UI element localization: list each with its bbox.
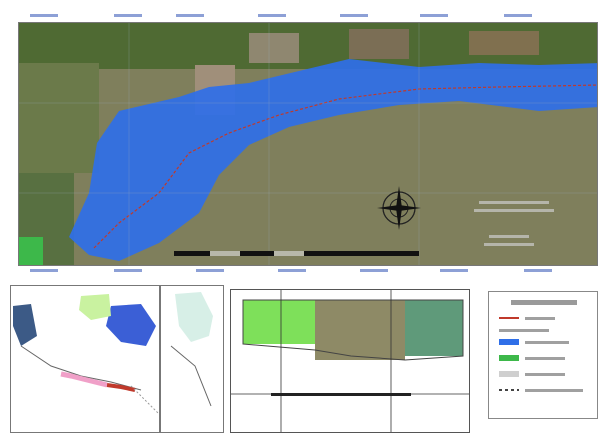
map-legend [488, 291, 598, 419]
inset-zone-khaki [315, 300, 405, 360]
locator-2-lines [170, 345, 212, 407]
west-field [19, 63, 99, 173]
legend-row-gray [499, 370, 589, 378]
inundation-area [69, 59, 597, 261]
locator-island-blue [106, 304, 156, 346]
inset-coast-shape [242, 299, 464, 361]
bottom-coordinate-ticks [30, 269, 552, 272]
legend-line-dashed [499, 389, 519, 391]
inset-zone-light-green [243, 300, 315, 344]
scale-bar [174, 251, 419, 256]
inset-drawing [231, 290, 469, 432]
legend-row-blue [499, 338, 589, 346]
legend-line-red [499, 317, 519, 319]
locator-2-landmass [175, 292, 213, 342]
locator-drawing [13, 294, 159, 415]
inset-scale-bar [271, 393, 411, 396]
map-info-text-block [474, 201, 554, 246]
settlement-patch-3 [349, 29, 409, 59]
legend-row-subtitle [499, 326, 589, 334]
locator-island-left [13, 304, 37, 346]
legend-swatch-green [499, 355, 519, 361]
legend-row-river [499, 314, 589, 322]
legend-subheading [499, 329, 549, 332]
legend-label-gray [525, 373, 565, 376]
river-line [93, 84, 597, 249]
legend-title [511, 300, 577, 305]
legend-label-green [525, 357, 565, 360]
compass-rose-icon [377, 186, 421, 230]
legend-label-dashed [525, 389, 583, 392]
locator-coast [20, 345, 142, 391]
inset-map [230, 289, 470, 433]
locator-pointer-line [130, 385, 159, 415]
legend-label-blue [525, 341, 569, 344]
locator-2-drawing [170, 292, 213, 407]
top-coordinate-ticks [30, 14, 532, 17]
legend-label-river [525, 317, 555, 320]
legend-row-green [499, 354, 589, 362]
legend-swatch-blue [499, 339, 519, 345]
secondary-locator-map [160, 285, 224, 433]
main-satellite-map [18, 22, 598, 266]
locator-island-lightgreen [79, 294, 111, 320]
legend-row-dashed [499, 386, 589, 394]
settlement-patch-2 [249, 33, 299, 63]
settlement-patch-4 [469, 31, 539, 55]
locator-pink-chain [60, 371, 108, 388]
legend-swatch-gray [499, 371, 519, 377]
regional-locator-map [10, 285, 160, 433]
locator-red-chain [106, 383, 136, 392]
inset-zone-teal [405, 300, 463, 356]
main-map-drawing [19, 23, 597, 265]
green-patch-west [19, 237, 43, 265]
